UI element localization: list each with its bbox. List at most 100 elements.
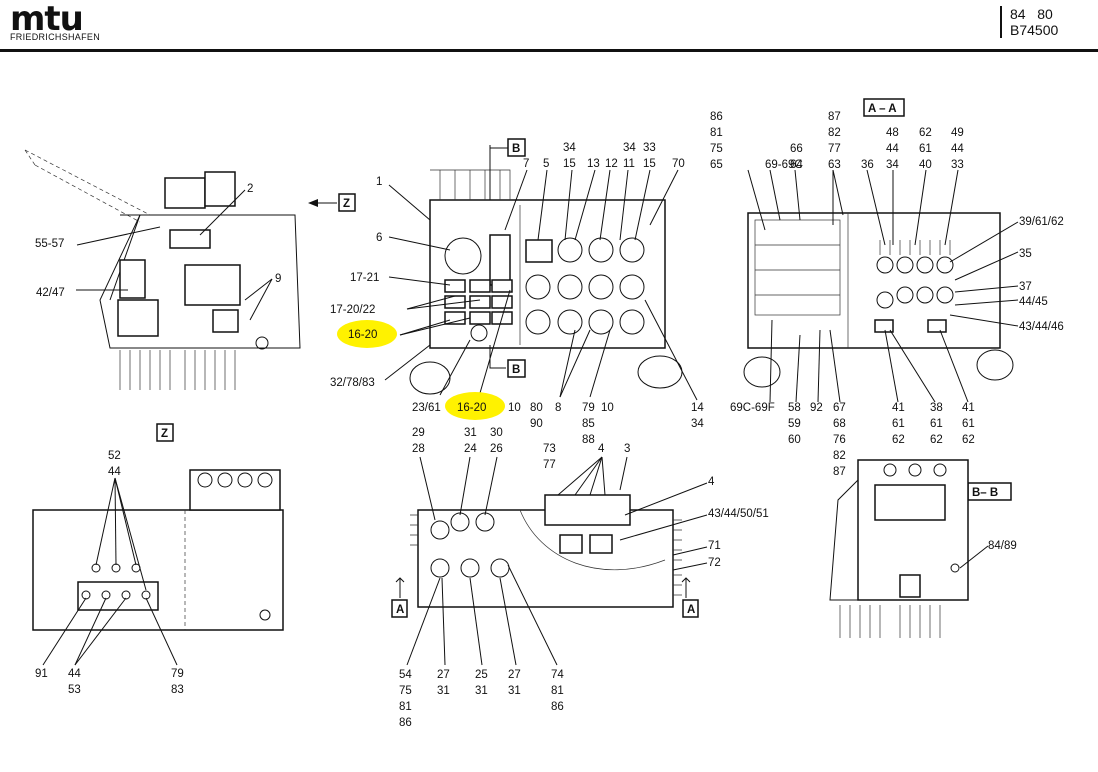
mtu-logo: mtu [10,0,84,39]
callout: 80 [530,402,543,414]
page-header: mtu FRIEDRICHSHAFEN 84 80 B74500 [0,0,1098,52]
panel-gauges [525,237,645,335]
callout: 55-57 [35,238,64,250]
callout: 44 [108,466,121,478]
callout: 40 [919,159,932,171]
callout: 32/78/83 [330,377,375,389]
callout: 34 [563,142,576,154]
callout: 17-21 [350,272,379,284]
callout: 44 [68,668,81,680]
bb-section-view [829,459,1012,638]
callout: 15 [563,158,576,170]
highlight-16-20-left [337,320,397,348]
callout: 41 [892,402,905,414]
callout: 62 [962,434,975,446]
front-section-view [391,456,708,666]
callout: 82 [833,450,846,462]
z-direction-arrow [308,193,356,212]
callout: 44/45 [1019,296,1048,308]
callout: 8 [555,402,561,414]
callout: 3 [624,443,630,455]
callout: 31 [437,685,450,697]
callout: 82 [828,127,841,139]
callout: 1 [376,176,382,188]
callouts-bb-view: 84/89 [988,540,1017,552]
callout: 62 [930,434,943,446]
bb-title: B– B [972,487,998,499]
callout: 69-69C [765,159,803,171]
callout: 31 [475,685,488,697]
callout: 5 [543,158,549,170]
callout: 25 [475,669,488,681]
callout: 34 [691,418,704,430]
doc-number-line-2: B74500 [1010,22,1059,38]
callout: 63 [828,159,841,171]
aa-title: A – A [868,103,897,115]
callout: 44 [886,143,899,155]
callout: 61 [892,418,905,430]
callout: 67 [833,402,846,414]
callout: 39/61/62 [1019,216,1064,228]
callout: 41 [962,402,975,414]
callout: 35 [1019,248,1032,260]
aa-section-view [743,98,1019,403]
callout: 91 [35,668,48,680]
callout: 79 [582,402,595,414]
callout: 24 [464,443,477,455]
callout: 70 [672,158,685,170]
a-left-label: A [396,604,404,616]
callout: 13 [587,158,600,170]
callout: 73 [543,443,556,455]
callout: 33 [643,142,656,154]
doc-number-line-1: 84 80 [1010,6,1053,22]
callout: 48 [886,127,899,139]
callout: 62 [892,434,905,446]
callout: 10 [601,402,614,414]
callout: 31 [464,427,477,439]
callouts-z-view: 52 44 91 44 53 79 83 [35,450,184,696]
callout: 79 [171,668,184,680]
callout: 59 [788,418,801,430]
callout: 9 [275,273,281,285]
callout: 53 [68,684,81,696]
callout: 58 [788,402,801,414]
callout: 43/44/46 [1019,321,1064,333]
left-unit-view [24,149,301,390]
callout: 27 [437,669,450,681]
callout: 34 [623,142,636,154]
callout: 16-20 [348,329,377,341]
logo-subtitle: FRIEDRICHSHAFEN [10,32,101,42]
callout: 68 [833,418,846,430]
callout: 87 [828,111,841,123]
callout: 14 [691,402,704,414]
callout: 81 [551,685,564,697]
callout: 30 [490,427,503,439]
callout: 29 [412,427,425,439]
callout: 85 [582,418,595,430]
callout: 37 [1019,281,1032,293]
callout: 88 [582,434,595,446]
callout: 92 [810,402,823,414]
valve-block [874,240,954,333]
callout: 4 [598,443,605,455]
callouts-left: 2 55-57 42/47 9 [35,183,281,299]
callouts-center-top: 1 6 17-21 17-20/22 16-20 32/78/83 23/61 … [330,142,704,471]
callout: 26 [490,443,503,455]
callout: 86 [551,701,564,713]
callout: 72 [708,557,721,569]
callout: 76 [833,434,846,446]
callout: 74 [551,669,564,681]
z-view-label: Z [161,428,168,440]
callout: 81 [399,701,412,713]
callout: 17-20/22 [330,304,375,316]
z-view [32,423,284,666]
callout: 12 [605,158,618,170]
callout: 81 [710,127,723,139]
b-section-markers [489,138,526,378]
callout: 49 [951,127,964,139]
callout: 6 [376,232,382,244]
callout: 75 [399,685,412,697]
callout: 23/61 [412,402,441,414]
callout: 64 [790,159,803,171]
callout: 83 [171,684,184,696]
